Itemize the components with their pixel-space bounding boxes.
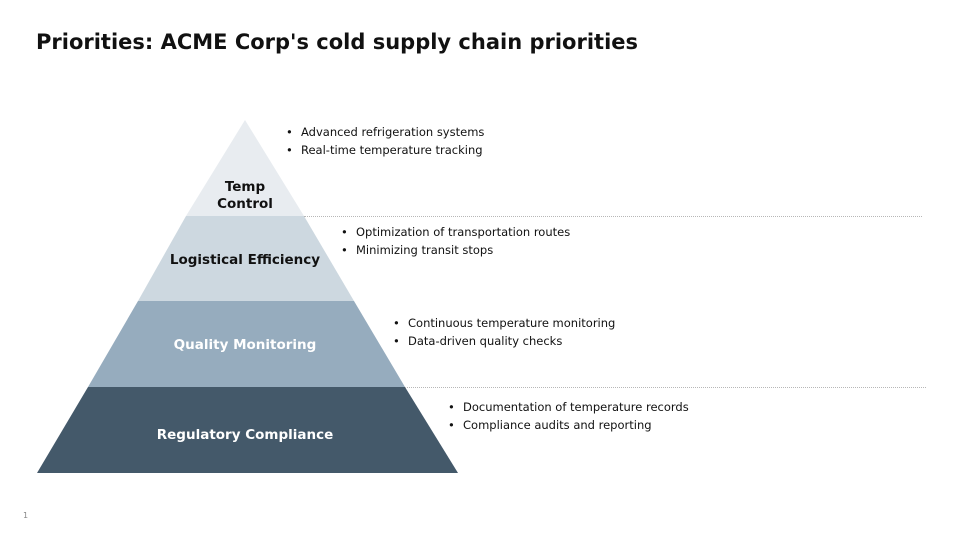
pyramid-tier-regulatory-compliance <box>37 387 458 473</box>
bullet-item: Optimization of transportation routes <box>341 223 570 241</box>
tier-label-quality-monitoring: Quality Monitoring <box>145 337 345 354</box>
tier-label-temp-control: Temp Control <box>195 179 295 213</box>
tier-label-regulatory-compliance: Regulatory Compliance <box>120 427 370 444</box>
bullet-item: Minimizing transit stops <box>341 241 570 259</box>
page-number: 1 <box>23 511 29 520</box>
bullet-item: Data-driven quality checks <box>393 332 615 350</box>
pyramid-tier-temp-control <box>186 120 304 216</box>
bullet-item: Continuous temperature monitoring <box>393 314 615 332</box>
pyramid-tier-quality-monitoring <box>88 301 405 387</box>
bullet-item: Real-time temperature tracking <box>286 141 484 159</box>
tier-label-line: Regulatory Compliance <box>156 427 334 443</box>
tier-label-line: Quality Monitoring <box>173 337 317 353</box>
tier-bullets-quality-monitoring: Continuous temperature monitoring Data-d… <box>393 314 615 350</box>
tier-bullets-regulatory-compliance: Documentation of temperature records Com… <box>448 398 689 434</box>
bullet-item: Documentation of temperature records <box>448 398 689 416</box>
tier-label-line: Temp <box>224 179 266 195</box>
bullet-item: Advanced refrigeration systems <box>286 123 484 141</box>
tier-label-line: Control <box>217 196 273 212</box>
tier-label-logistical-efficiency: Logistical Efficiency <box>145 252 345 269</box>
tier-label-line: Logistical Efficiency <box>169 252 321 268</box>
bullet-item: Compliance audits and reporting <box>448 416 689 434</box>
tier-separator <box>304 216 922 217</box>
tier-separator <box>405 387 926 388</box>
pyramid-tier-logistical-efficiency <box>138 216 354 301</box>
tier-bullets-temp-control: Advanced refrigeration systems Real-time… <box>286 123 484 159</box>
tier-bullets-logistical-efficiency: Optimization of transportation routes Mi… <box>341 223 570 259</box>
slide-title: Priorities: ACME Corp's cold supply chai… <box>36 30 639 54</box>
